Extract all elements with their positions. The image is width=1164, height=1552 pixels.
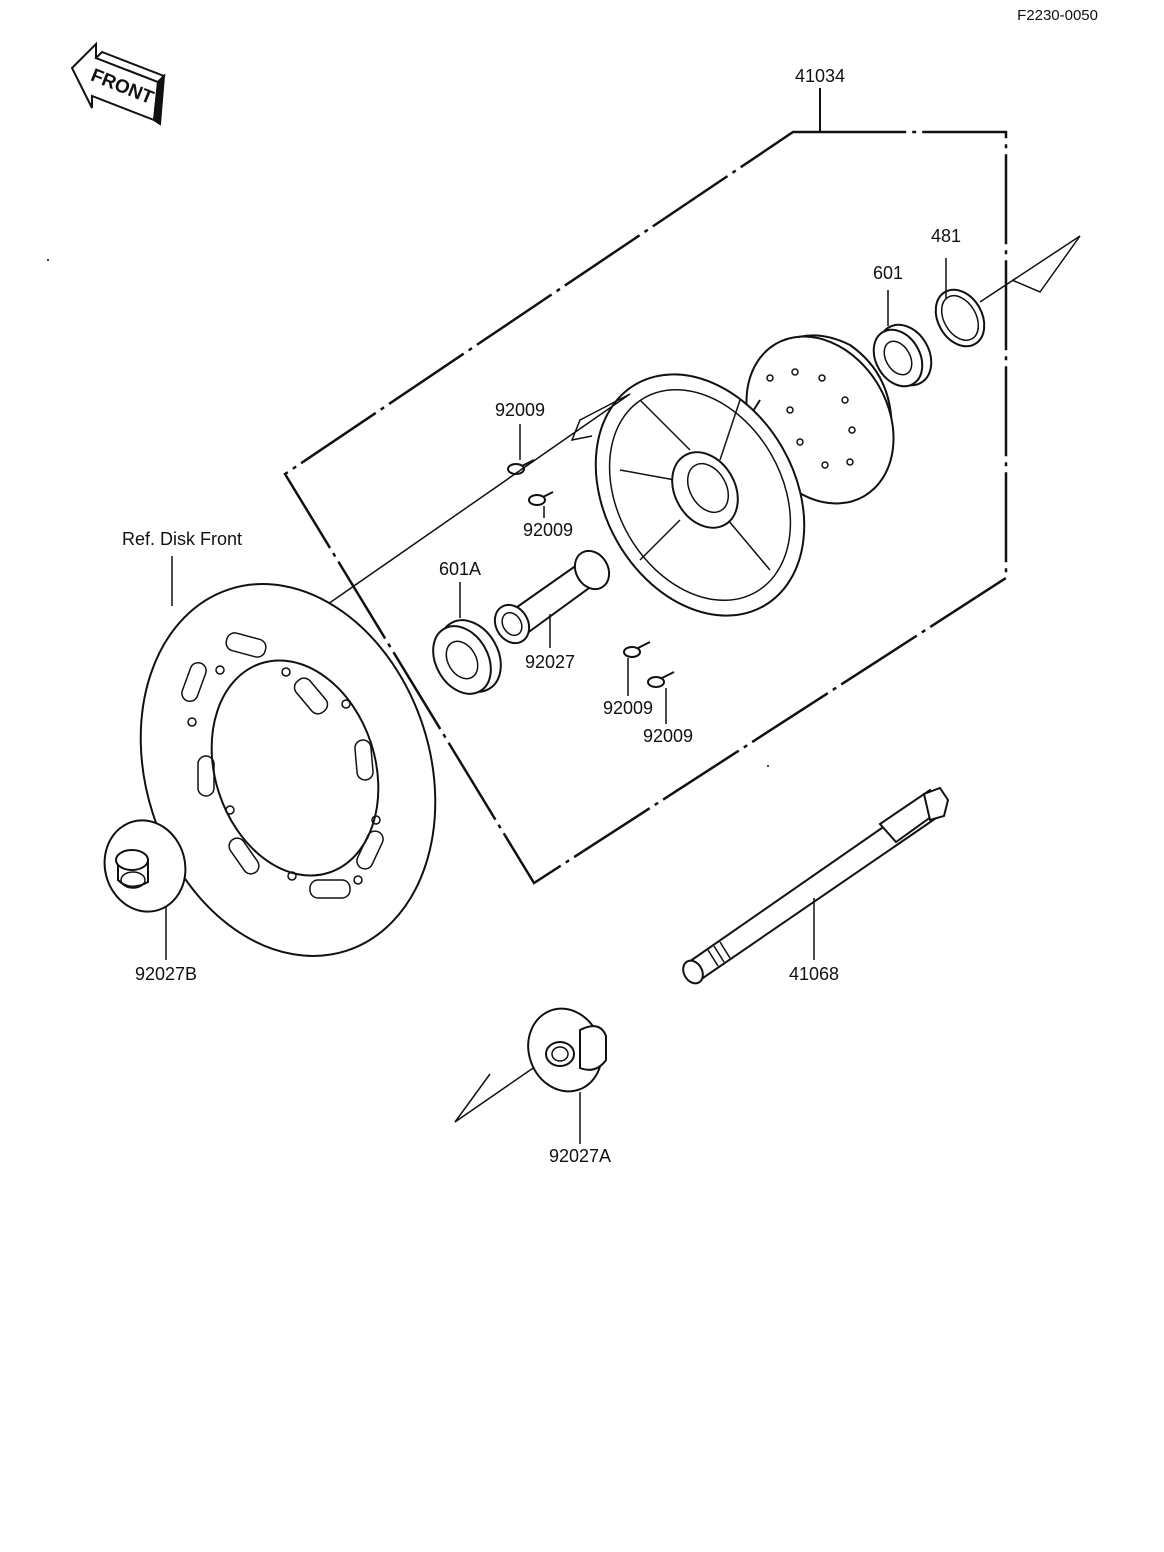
diagram-code: F2230-0050 [1017, 7, 1098, 24]
label-92009-a: 92009 [495, 400, 545, 420]
label-92009-b: 92009 [523, 520, 573, 540]
front-arrow-icon: FRONT [70, 41, 166, 126]
speck [47, 259, 49, 261]
hub-group-outline [283, 88, 1008, 885]
speck [767, 765, 769, 767]
hub-41034-icon [594, 334, 895, 617]
collar-92027b-icon [103, 819, 187, 960]
ref-disk-front-label: Ref. Disk Front [122, 529, 242, 549]
bearing-601a-icon [432, 582, 502, 695]
label-41034: 41034 [795, 66, 845, 86]
circlip-481-icon [934, 258, 986, 348]
collar-92027a-icon [454, 1007, 607, 1144]
label-41068: 41068 [789, 964, 839, 984]
screw-92009-lower-icon [623, 641, 675, 724]
screw-92009-upper-icon [507, 424, 554, 518]
axis-arrow-right [979, 235, 1081, 303]
label-92027b: 92027B [135, 964, 197, 984]
brake-disk-icon [139, 556, 437, 957]
label-92027: 92027 [525, 652, 575, 672]
spacer-92027-icon [493, 549, 611, 648]
label-92009-d: 92009 [643, 726, 693, 746]
label-601a: 601A [439, 559, 481, 579]
label-92027a: 92027A [549, 1146, 611, 1166]
label-481: 481 [931, 226, 961, 246]
label-601: 601 [873, 263, 903, 283]
bearing-601-icon [872, 290, 933, 388]
label-92009-c: 92009 [603, 698, 653, 718]
axle-41068-icon [682, 786, 950, 985]
